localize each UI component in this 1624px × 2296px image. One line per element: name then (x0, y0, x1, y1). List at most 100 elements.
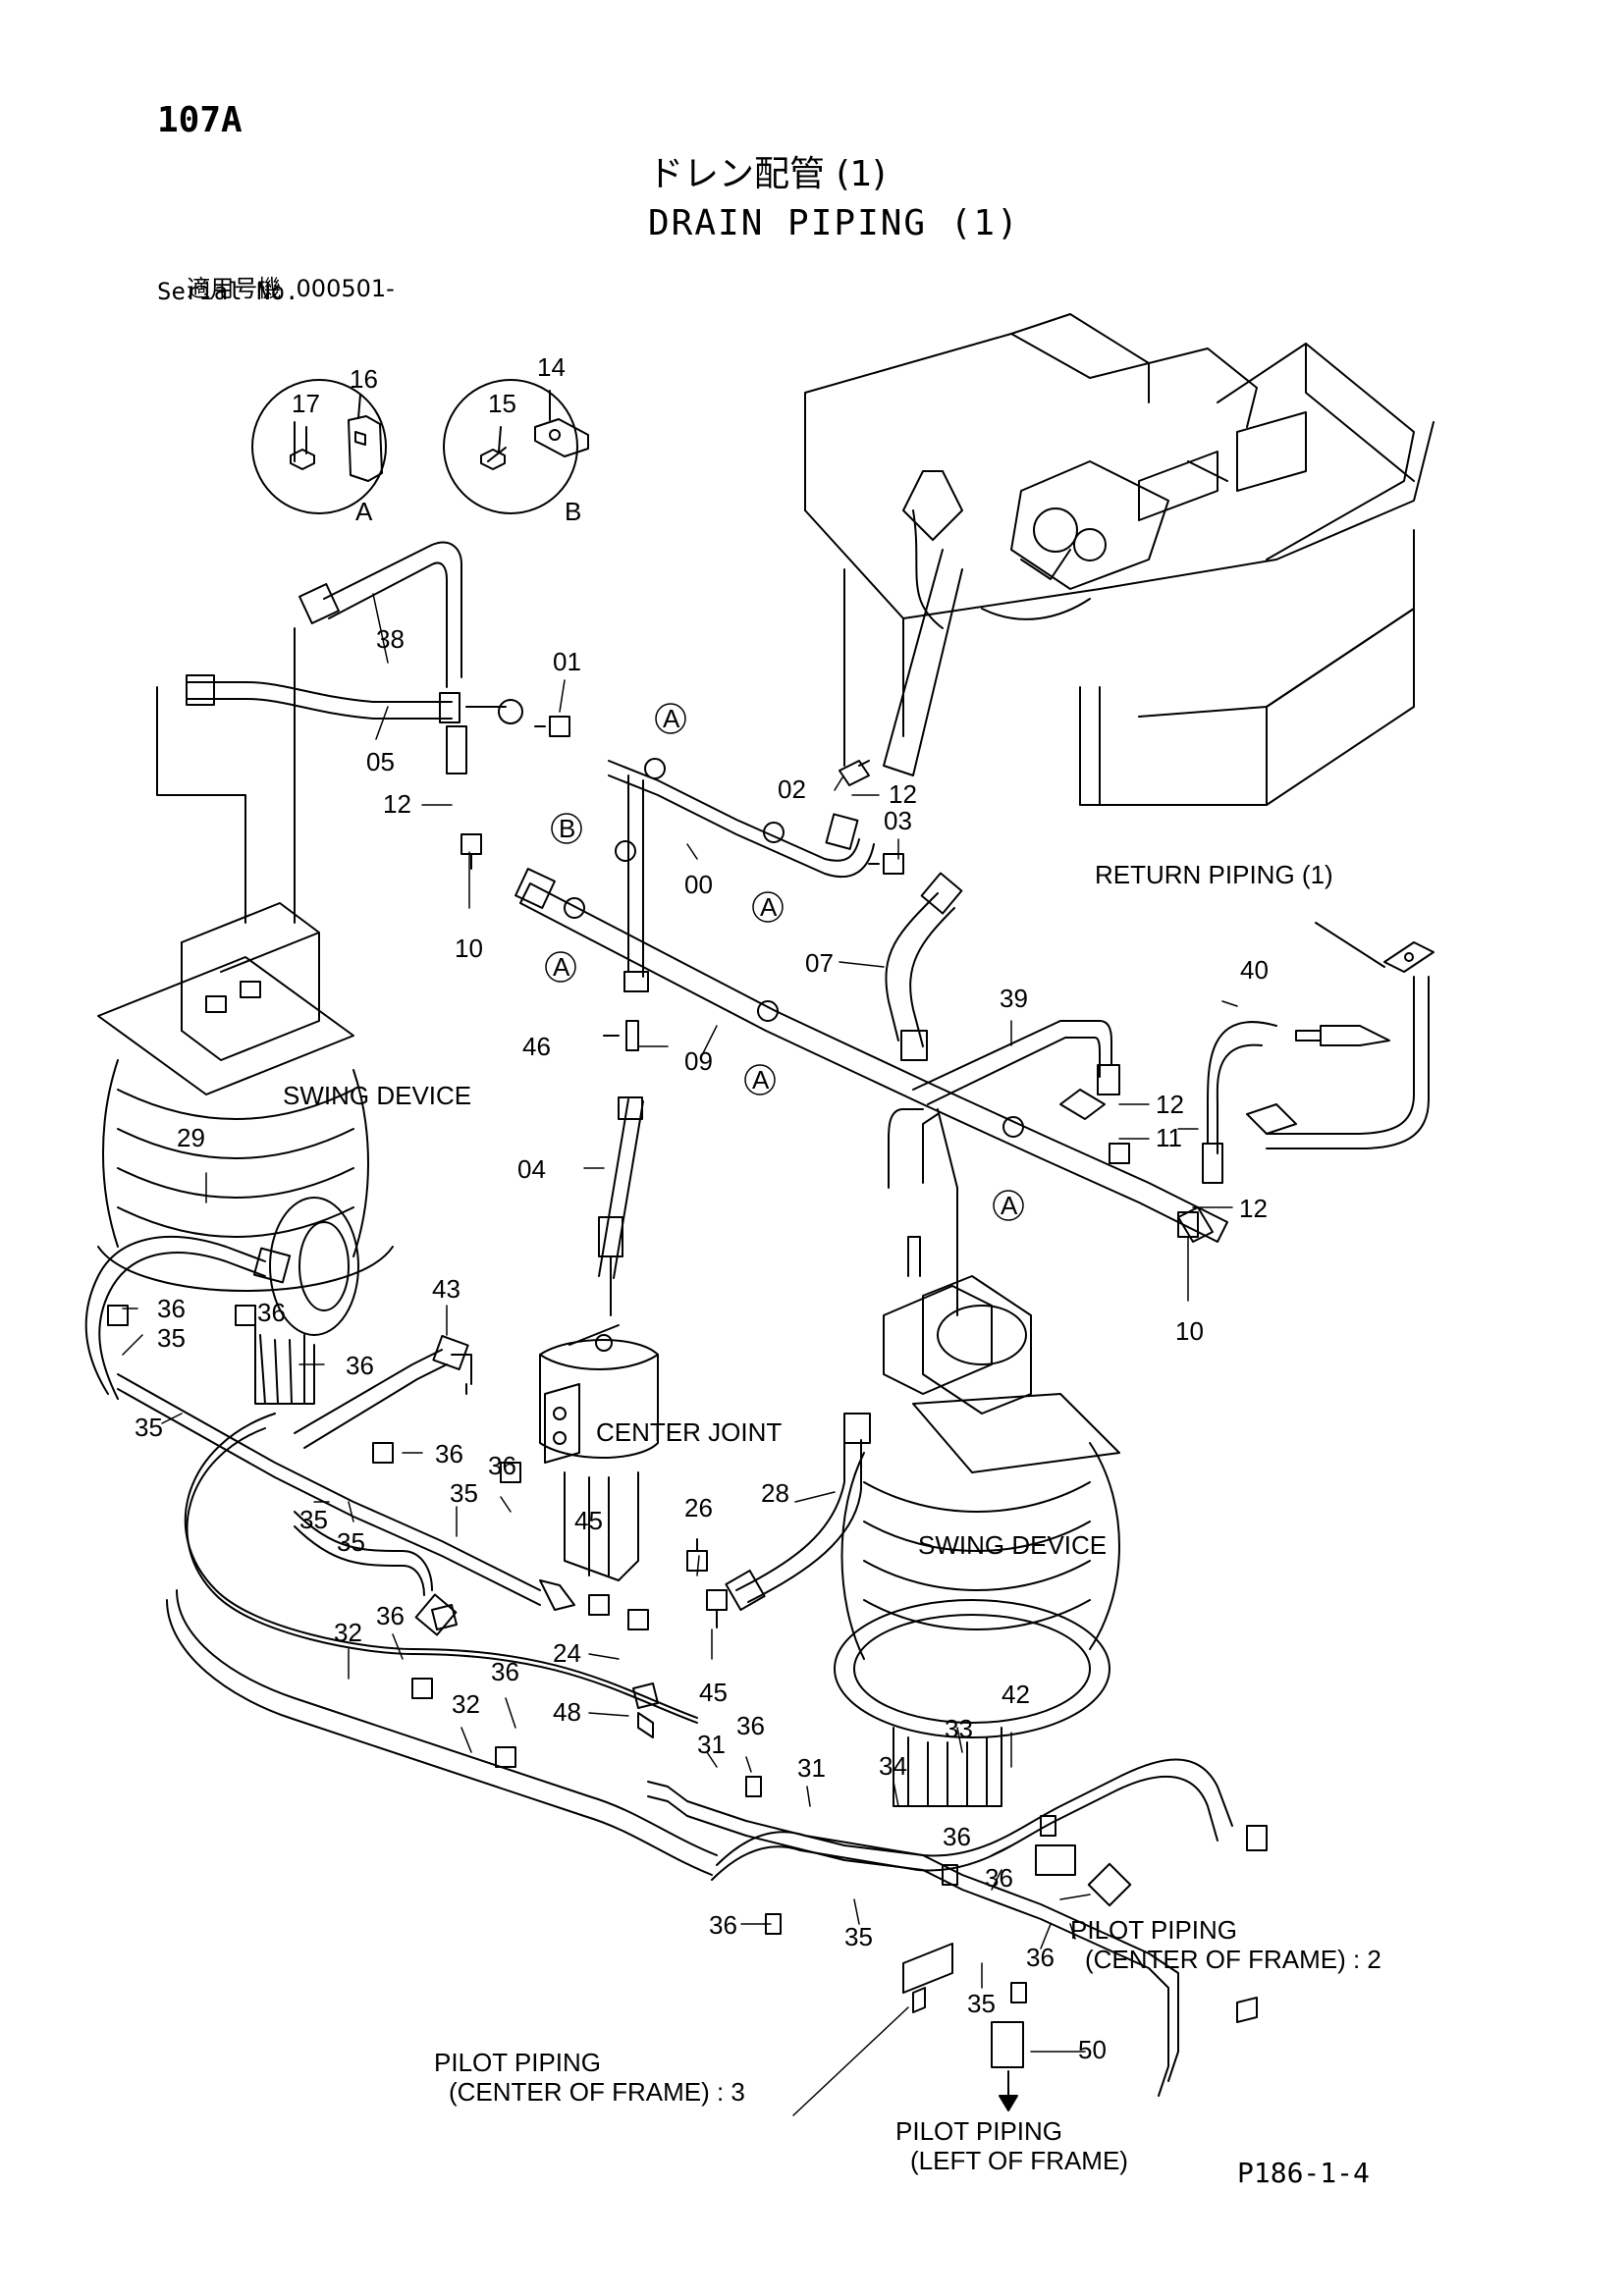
part-label-45-b: 45 (699, 1678, 728, 1707)
part-label-43: 43 (432, 1274, 460, 1304)
return-piping-label: RETURN PIPING (1) (1095, 860, 1333, 889)
detail-a-part-16: 16 (350, 364, 378, 394)
serial-label-english: Serial No. (157, 278, 299, 305)
part-label-42: 42 (1001, 1680, 1030, 1709)
detail-view-b: 14 15 B (443, 352, 589, 526)
swing-device-right-label: SWING DEVICE (918, 1530, 1107, 1560)
clamp-marker-a-2: A (760, 892, 778, 922)
part-label-34-c: 35 (450, 1478, 478, 1508)
detail-b-label: B (565, 497, 581, 526)
callout-labels: RETURN PIPING (1) SWING DEVICE SWING DEV… (283, 860, 1381, 2175)
part-label-36-f: 36 (376, 1601, 405, 1630)
pilot-piping-cf3-line1: PILOT PIPING (434, 2048, 601, 2077)
part-label-07: 07 (805, 948, 834, 978)
hose-38-05 (156, 541, 523, 924)
swing-device-left-label: SWING DEVICE (283, 1081, 471, 1110)
part-label-36-i: 36 (943, 1822, 971, 1851)
part-label-31-a: 31 (697, 1730, 726, 1759)
page-number: 107A (157, 100, 243, 140)
detail-a-part-17: 17 (292, 389, 320, 418)
part-label-36-h: 36 (736, 1711, 765, 1740)
part-label-24: 24 (553, 1638, 581, 1668)
clamp-marker-a-3: A (553, 952, 570, 982)
title-english: DRAIN PIPING (1) (648, 203, 1020, 243)
part-label-26: 26 (684, 1493, 713, 1522)
part-label-34-e: 35 (337, 1527, 365, 1557)
left-lower-piping (84, 1236, 1233, 1907)
part-label-36-g: 36 (491, 1657, 519, 1686)
part-label-01: 01 (553, 647, 581, 676)
swing-device-right (834, 1236, 1120, 1807)
part-label-10-b: 10 (1175, 1316, 1204, 1346)
part-label-31-b: 31 (797, 1753, 826, 1783)
part-label-00: 00 (684, 870, 713, 899)
hose-28 (725, 1413, 871, 1611)
hose-07-39 (885, 872, 1120, 1316)
part-label-10-a: 10 (455, 934, 483, 963)
part-label-33: 33 (945, 1714, 973, 1743)
clamp-markers: A B A A A A (545, 703, 1024, 1221)
part-label-36-c: 36 (346, 1351, 374, 1380)
pilot-piping-cf3-line2: (CENTER OF FRAME) : 3 (449, 2077, 745, 2107)
part-label-02: 02 (778, 774, 806, 804)
upper-structure-frame (804, 313, 1435, 806)
part-label-12-d: 12 (1239, 1194, 1268, 1223)
part-label-11: 11 (1156, 1123, 1182, 1152)
part-label-39: 39 (1000, 984, 1028, 1013)
part-label-36-e: 36 (488, 1451, 516, 1480)
fittings (107, 716, 1268, 2023)
part-label-32-a: 32 (334, 1618, 362, 1647)
detail-b-part-14: 14 (537, 352, 566, 382)
part-label-28: 28 (761, 1478, 789, 1508)
part-label-29: 29 (177, 1123, 205, 1152)
serial-number-value: 000501- (296, 275, 395, 302)
part-label-12-a: 12 (383, 789, 411, 819)
part-label-34-d: 35 (299, 1505, 328, 1534)
pilot-piping-cf2-line1: PILOT PIPING (1070, 1915, 1237, 1945)
part-label-36-a: 36 (157, 1294, 186, 1323)
part-label-36-l: 36 (1026, 1943, 1055, 1972)
part-label-34-f: 35 (844, 1922, 873, 1951)
part-label-36-d: 36 (435, 1439, 463, 1468)
part-label-32-b: 32 (452, 1689, 480, 1719)
pilot-piping-left-line2: (LEFT OF FRAME) (910, 2146, 1128, 2175)
hose-04 (598, 1020, 644, 1316)
part-label-46: 46 (522, 1032, 551, 1061)
detail-a-label: A (355, 497, 373, 526)
pipe-09 (514, 868, 1228, 1243)
part-label-34-b: 35 (135, 1413, 163, 1442)
part-label-34-g: 35 (967, 1989, 996, 2018)
pipe-00 (608, 758, 875, 992)
part-label-12-b: 12 (889, 779, 917, 809)
part-label-40: 40 (1240, 955, 1269, 985)
clamp-marker-a-1: A (663, 704, 680, 733)
swing-device-left (97, 902, 394, 1405)
part-label-38: 38 (376, 624, 405, 654)
pilot-piping-left-line1: PILOT PIPING (895, 2116, 1062, 2146)
title-japanese: ドレン配管 (1) (648, 154, 887, 194)
center-joint (539, 1324, 659, 1581)
pilot-piping-cf2-line2: (CENTER OF FRAME) : 2 (1085, 1945, 1381, 1974)
serial-label-japanese: 適用号機 000501- (172, 253, 395, 300)
clamp-marker-a-4: A (752, 1065, 770, 1095)
detail-b-part-15: 15 (488, 389, 516, 418)
serial-label-jp-text: 適用号機 (187, 275, 282, 302)
part-label-04: 04 (517, 1154, 546, 1184)
part-label-48: 48 (553, 1697, 581, 1727)
part-label-36-b: 36 (257, 1298, 286, 1327)
part-label-50: 50 (1078, 2035, 1107, 2064)
clamp-marker-b: B (559, 814, 575, 843)
part-label-03: 03 (884, 806, 912, 835)
part-label-36-k: 36 (709, 1910, 737, 1940)
return-piping-assembly (1202, 922, 1435, 1184)
part-label-09: 09 (684, 1046, 713, 1076)
detail-view-a: 16 17 A (251, 364, 387, 526)
part-label-45-a: 45 (574, 1506, 603, 1535)
part-label-12-c: 12 (1156, 1090, 1184, 1119)
part-label-35: 34 (879, 1751, 907, 1781)
part-number-labels: 38 05 01 12 10 02 12 03 00 07 09 46 39 4… (135, 624, 1269, 2064)
part-label-34-a: 35 (157, 1323, 186, 1353)
clamp-marker-a-5: A (1001, 1191, 1018, 1220)
leader-lines (122, 593, 1238, 2116)
